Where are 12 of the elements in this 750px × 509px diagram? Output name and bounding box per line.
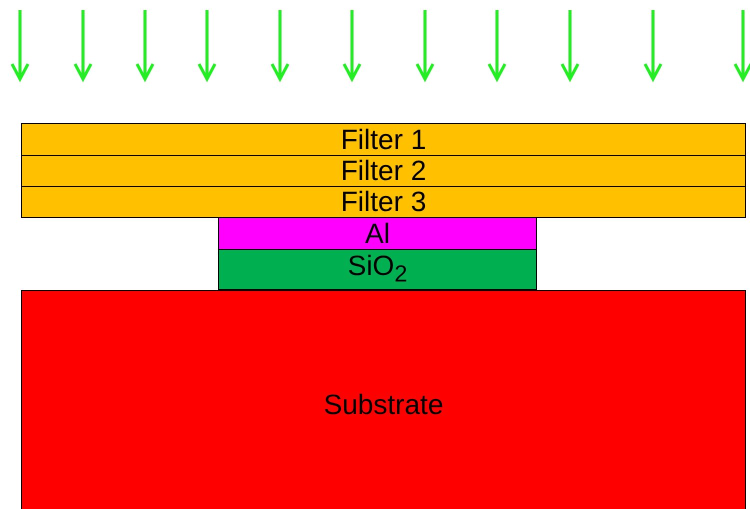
layer-label: Al bbox=[365, 220, 390, 248]
substrate-layer bbox=[21, 290, 746, 509]
layer-label: Filter 3 bbox=[340, 188, 426, 216]
filter-layer bbox=[21, 123, 746, 156]
layer-label: SiO$_{2}$ bbox=[348, 252, 408, 288]
layer-label: Substrate bbox=[324, 391, 444, 419]
layer-label: Filter 2 bbox=[340, 157, 426, 185]
filter-layer bbox=[21, 186, 746, 218]
metal-layer bbox=[218, 217, 537, 250]
layer-label: Filter 1 bbox=[340, 126, 426, 154]
filter-layer bbox=[21, 155, 746, 187]
oxide-layer bbox=[218, 249, 537, 290]
